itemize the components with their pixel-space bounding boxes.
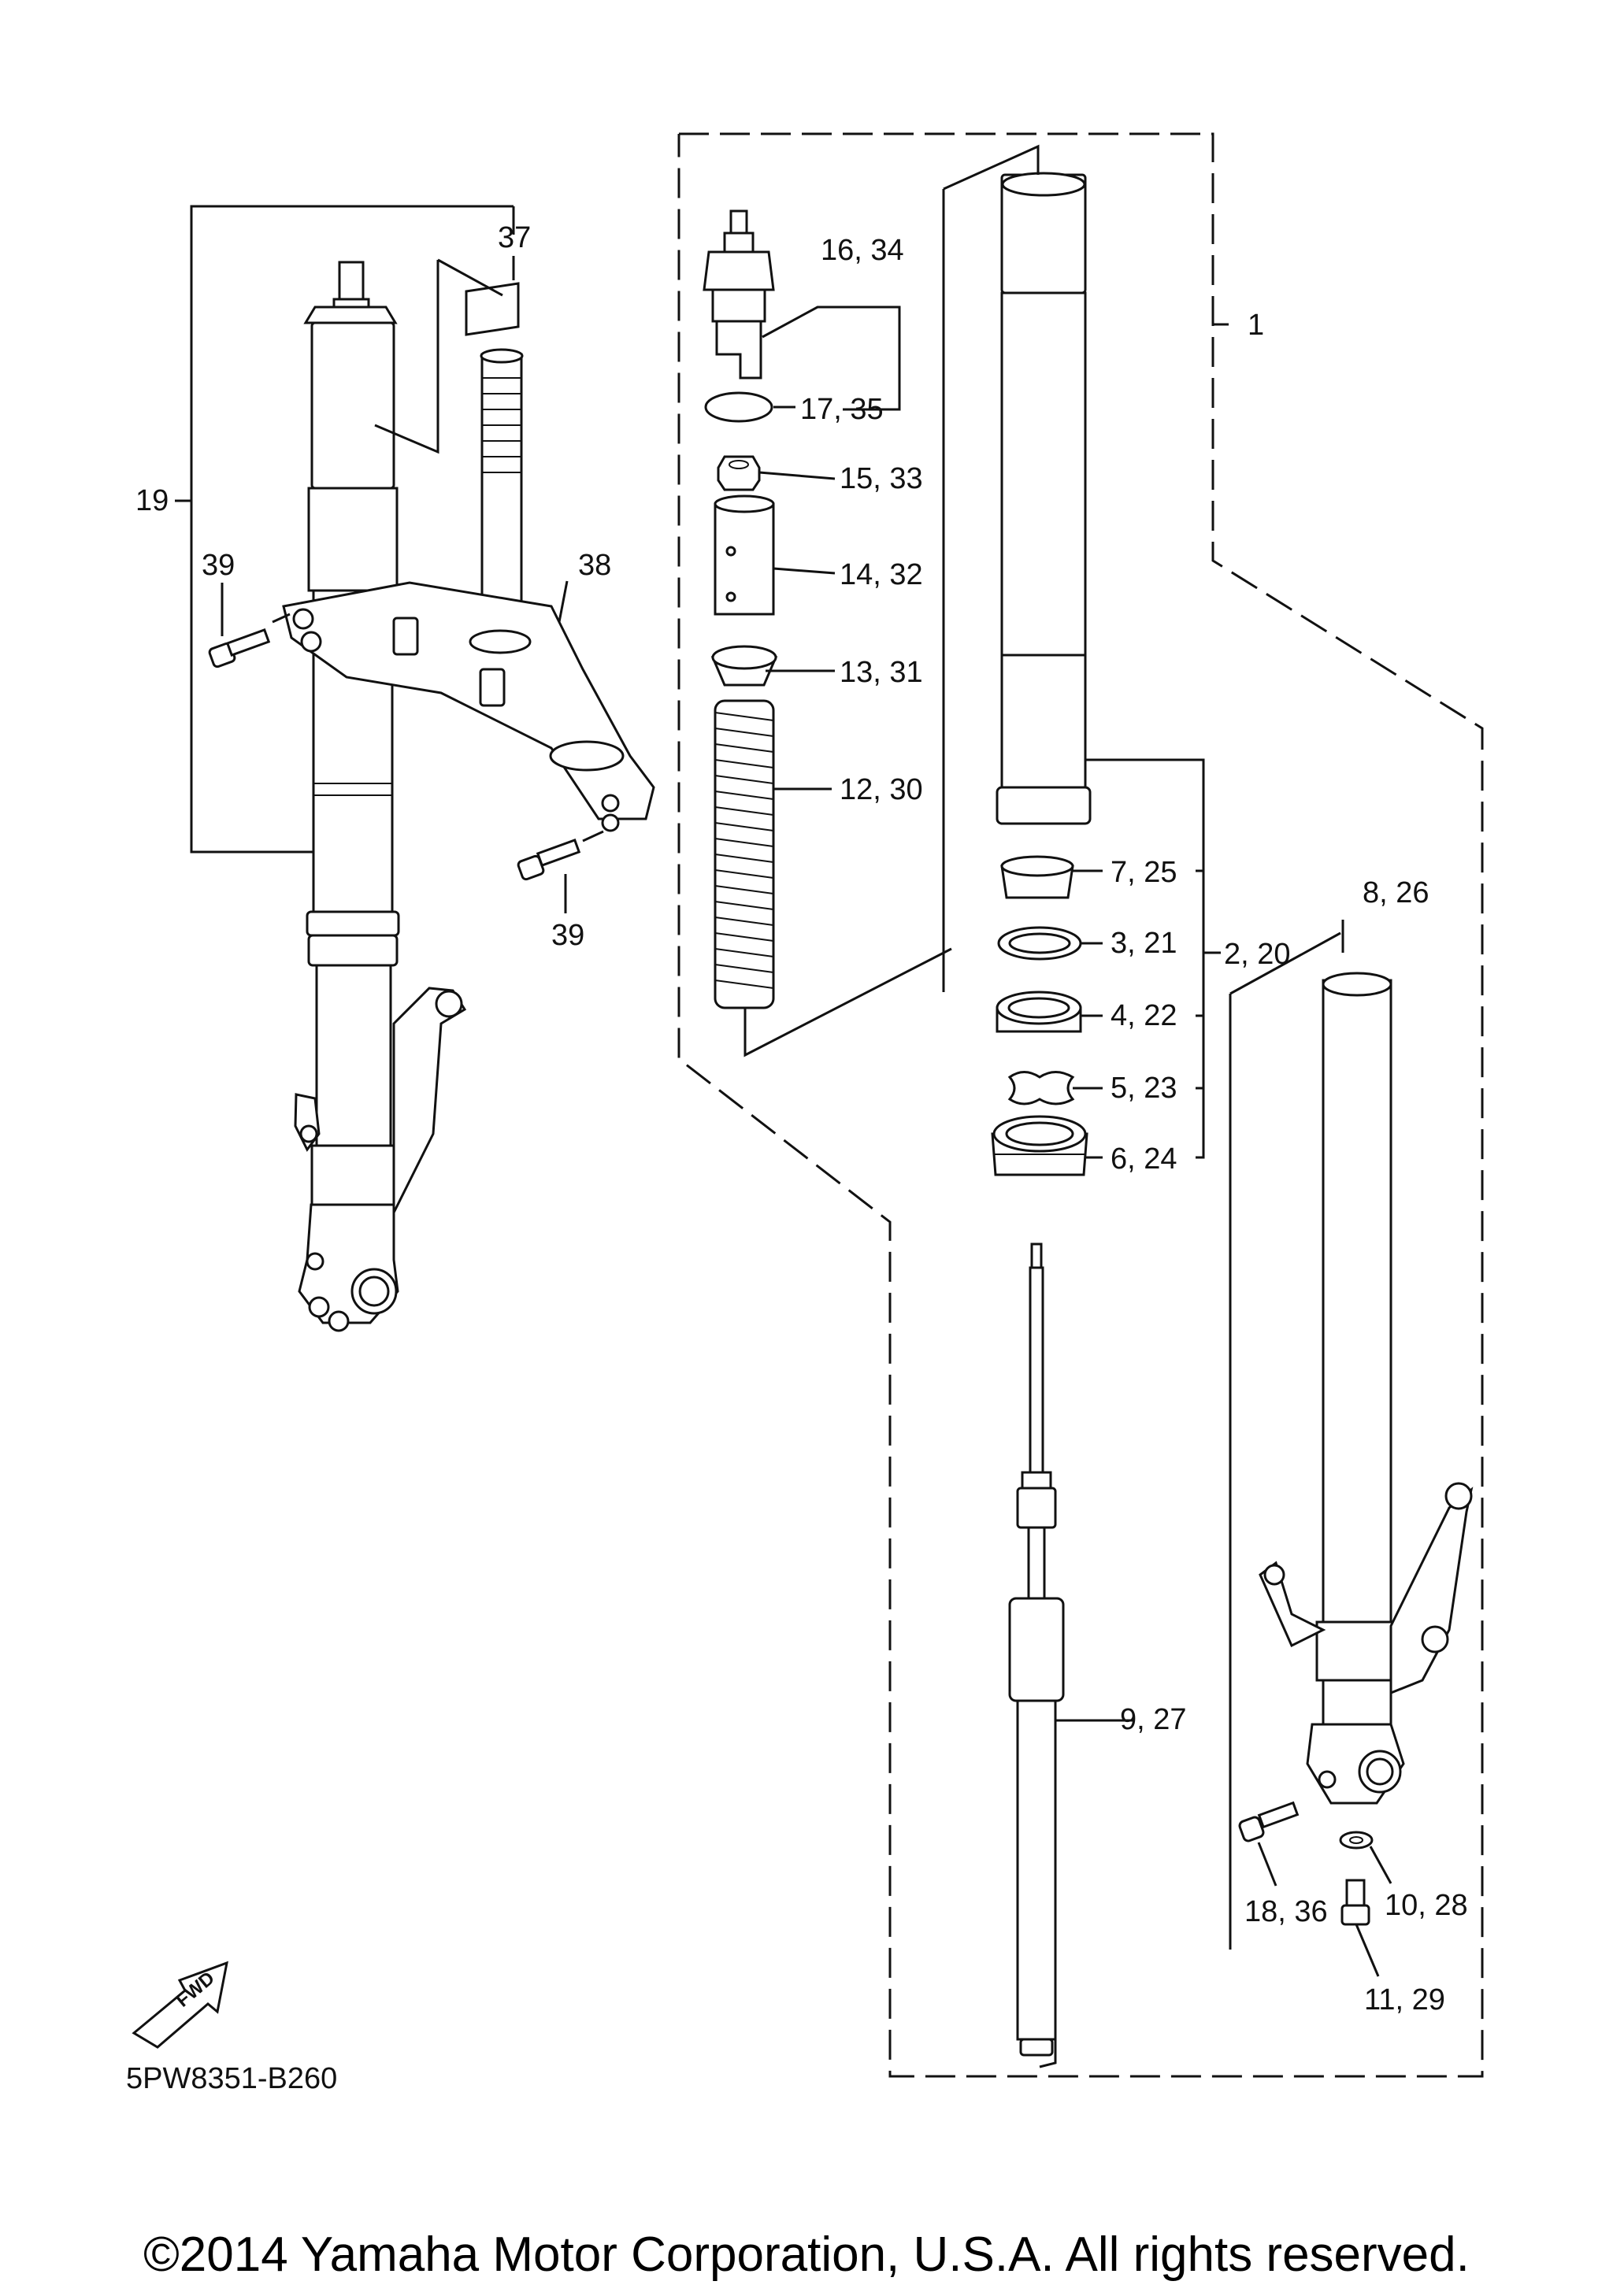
callout-10-28: 10, 28 (1385, 1889, 1468, 1922)
callout-9-27: 9, 27 (1120, 1703, 1187, 1736)
callout-15-33: 15, 33 (840, 462, 923, 495)
callout-8-26: 8, 26 (1363, 876, 1429, 909)
damper-rod-9 (1008, 1242, 1065, 2057)
clamp-ring-37 (374, 256, 520, 454)
callout-14-32: 14, 32 (840, 558, 923, 591)
o-ring-17 (704, 391, 773, 423)
callout-38: 38 (578, 549, 611, 582)
spring-seat-13 (710, 645, 778, 687)
callout-39-upper: 39 (202, 549, 235, 582)
callout-5-23: 5, 23 (1111, 1072, 1177, 1105)
clip-5 (1007, 1071, 1075, 1105)
damper-cap-16 (703, 209, 775, 380)
nut-15 (717, 455, 761, 491)
washer-10 (1339, 1831, 1374, 1850)
assembled-fork-19 (190, 205, 515, 1332)
callout-1: 1 (1248, 309, 1264, 342)
copyright-notice: ©2014 Yamaha Motor Corporation, U.S.A. A… (143, 2227, 1470, 2282)
assembly-boundary-dashed (677, 132, 1484, 2078)
outer-tube-8 (1259, 972, 1474, 1805)
callout-2-20: 2, 20 (1224, 938, 1291, 971)
bolt-39-lower (517, 830, 604, 881)
inner-tube-1 (996, 172, 1092, 825)
callout-4-22: 4, 22 (1111, 999, 1177, 1032)
bolt-11 (1340, 1879, 1370, 1926)
callout-7-25: 7, 25 (1111, 856, 1177, 889)
callout-12-30: 12, 30 (840, 773, 923, 806)
callout-11-29: 11, 29 (1364, 1983, 1445, 2016)
ring-7 (1000, 855, 1074, 899)
callout-17-35: 17, 35 (800, 393, 884, 426)
bolt-18 (1238, 1801, 1300, 1842)
spacer-14 (714, 494, 775, 616)
oil-seal-6 (991, 1115, 1088, 1176)
spring-12 (714, 699, 775, 1009)
washer-4 (996, 991, 1082, 1033)
callout-13-31: 13, 31 (840, 656, 923, 689)
callout-3-21: 3, 21 (1111, 927, 1177, 960)
triple-clamp-38 (282, 348, 655, 832)
bolt-39-upper (208, 613, 291, 668)
callout-18-36: 18, 36 (1244, 1895, 1328, 1928)
callout-19: 19 (135, 484, 169, 517)
fwd-arrow-icon: FWD (132, 1961, 228, 2049)
ref-code: 5PW8351-B260 (126, 2062, 337, 2095)
callout-37: 37 (498, 221, 531, 254)
callout-6-24: 6, 24 (1111, 1142, 1177, 1176)
callout-16-34: 16, 34 (821, 234, 904, 267)
bushing-3 (997, 926, 1082, 961)
callout-39-lower: 39 (551, 919, 584, 952)
